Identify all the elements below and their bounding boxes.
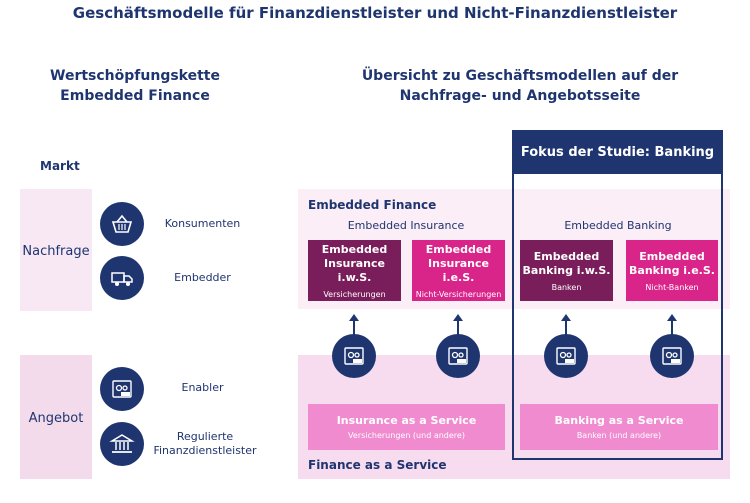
konsumenten-label: Konsumenten [164,217,241,230]
angebot-label: Angebot [28,411,84,426]
api-gear-icon [436,334,480,378]
arrow-shaft [565,320,567,336]
api-gear-icon [100,367,144,411]
embedded-banking-iws-box: Embedded Banking i.w.S. Banken [520,240,613,301]
angebot-band-label [20,355,92,479]
api-gear-icon [332,334,376,378]
truck-icon [100,256,144,300]
markt-label: Markt [40,159,80,173]
arrow-shaft [671,320,673,336]
arrow-shaft [457,320,459,336]
right-heading: Übersicht zu Geschäftsmodellen auf der N… [361,68,679,104]
embedded-finance-label: Embedded Finance [308,198,437,212]
embedded-insurance-ies-box: Embedded Insurance i.e.S. Nicht-Versiche… [412,240,505,301]
regulierte-label: Regulierte Finanzdienstleister [153,430,257,457]
api-gear-icon [544,334,588,378]
nachfrage-label: Nachfrage [22,244,90,259]
api-gear-icon [650,334,694,378]
basket-icon [100,202,144,246]
embedded-insurance-iws-box: Embedded Insurance i.w.S. Versicherungen [308,240,401,301]
fokus-header: Fokus der Studie: Banking [512,130,723,174]
finance-as-a-service-label: Finance as a Service [308,458,447,472]
bank-icon [100,422,144,466]
embedded-banking-ies-box: Embedded Banking i.e.S. Nicht-Banken [626,240,718,301]
left-heading: Wertschöpfungskette Embedded Finance [50,68,220,104]
arrow-up-icon [349,314,359,321]
arrow-shaft [353,320,355,336]
embedder-label: Embedder [174,271,231,284]
embedded-insurance-label: Embedded Insurance [347,219,465,232]
arrow-up-icon [561,314,571,321]
nachfrage-band-label [20,189,92,311]
arrow-up-icon [453,314,463,321]
page-title: Geschäftsmodelle für Finanzdienstleister… [72,4,678,22]
arrow-up-icon [667,314,677,321]
embedded-banking-label: Embedded Banking [564,219,672,232]
insurance-as-a-service-box: Insurance as a Service Versicherungen (u… [308,404,505,450]
enabler-label: Enabler [181,381,224,394]
banking-as-a-service-box: Banking as a Service Banken (und andere) [520,404,718,450]
